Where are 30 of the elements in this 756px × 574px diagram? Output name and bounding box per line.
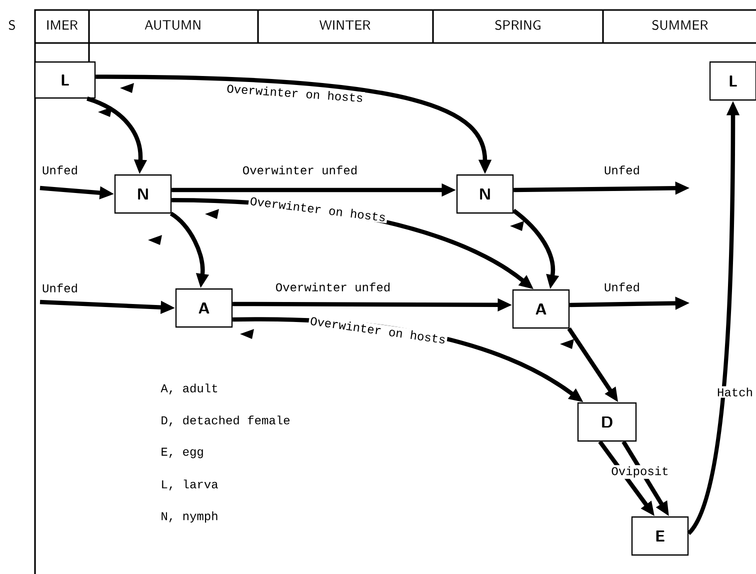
key-entry: N, nymph <box>162 511 218 523</box>
edge-label: Unfed <box>602 281 642 293</box>
stage-box: D <box>577 402 637 442</box>
stage-box: N <box>114 174 172 214</box>
edge-label: Unfed <box>40 282 80 294</box>
season-header: SPRING <box>495 20 540 30</box>
edge-label: Overwinter on hosts <box>225 82 365 104</box>
season-header: IMER <box>47 20 78 30</box>
stage-box: N <box>456 174 514 214</box>
edge-label: Overwinter unfed <box>241 164 359 176</box>
stage-box: A <box>512 289 570 329</box>
stage-box: L <box>34 61 96 99</box>
stage-box: A <box>175 288 233 328</box>
edge-label: Oviposit <box>610 465 670 479</box>
key-entry: E, egg <box>162 448 203 458</box>
season-header: SUMMER <box>652 20 708 30</box>
key-entry: D, detached female <box>162 416 290 426</box>
season-header: AUTUMN <box>144 20 200 30</box>
stage-box: E <box>631 516 689 556</box>
season-header: WINTER <box>320 20 370 30</box>
stage-box: L <box>709 61 756 101</box>
key-entry: L, larva <box>162 480 218 490</box>
edge-label: Unfed <box>602 164 642 176</box>
key-entry: A, adult <box>160 384 218 394</box>
edge-label: Overwinter on hosts <box>248 194 388 224</box>
edge-label: Hatch <box>716 386 754 398</box>
edge-label: Overwinter on hosts <box>308 314 448 346</box>
edge-label: Unfed <box>40 164 80 176</box>
row-label: S <box>8 20 15 30</box>
edge-label: Overwinter unfed <box>274 281 392 293</box>
